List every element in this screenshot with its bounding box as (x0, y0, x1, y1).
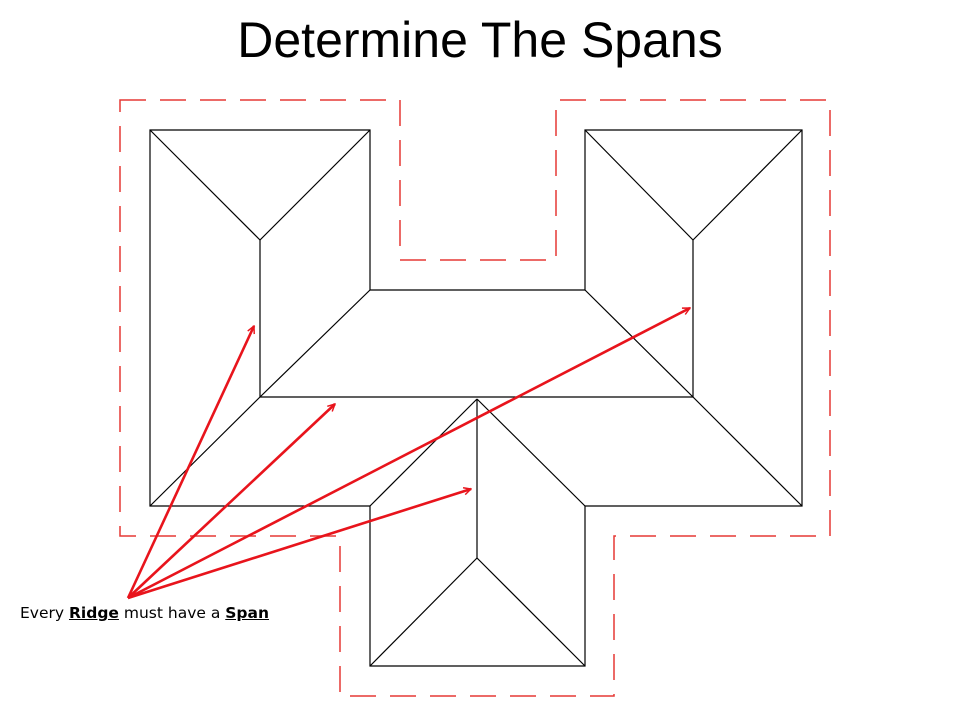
ridge-span-caption: Every Ridge must have a Span (20, 604, 269, 622)
hip-line (259, 129, 371, 241)
arrow-to-main-ridge (127, 404, 335, 599)
arrow-to-left-ridge (126, 326, 256, 599)
building-outline (149, 129, 803, 667)
valley-line (476, 398, 586, 507)
hip-line (692, 129, 803, 241)
caption-text-2: must have a (118, 604, 226, 622)
slide-title: Determine The Spans (237, 12, 723, 68)
arrow-to-front-ridge (127, 489, 471, 600)
overhang-outline (119, 99, 831, 697)
roof-lines (149, 129, 803, 667)
arrow-to-right-ridge (127, 306, 690, 600)
caption-ridge-word: Ridge (68, 604, 119, 622)
ridge-arrows (126, 306, 690, 600)
hip-line (476, 557, 586, 667)
hip-line (369, 557, 478, 667)
valley-line (259, 289, 371, 398)
valley-line (692, 396, 803, 507)
hip-line (149, 129, 261, 241)
valley-line (369, 398, 478, 507)
valley-line (584, 289, 694, 398)
hip-line (584, 129, 694, 241)
caption-span-word: Span (225, 604, 270, 622)
caption-text-1: Every (20, 604, 69, 622)
valley-line (149, 396, 261, 507)
